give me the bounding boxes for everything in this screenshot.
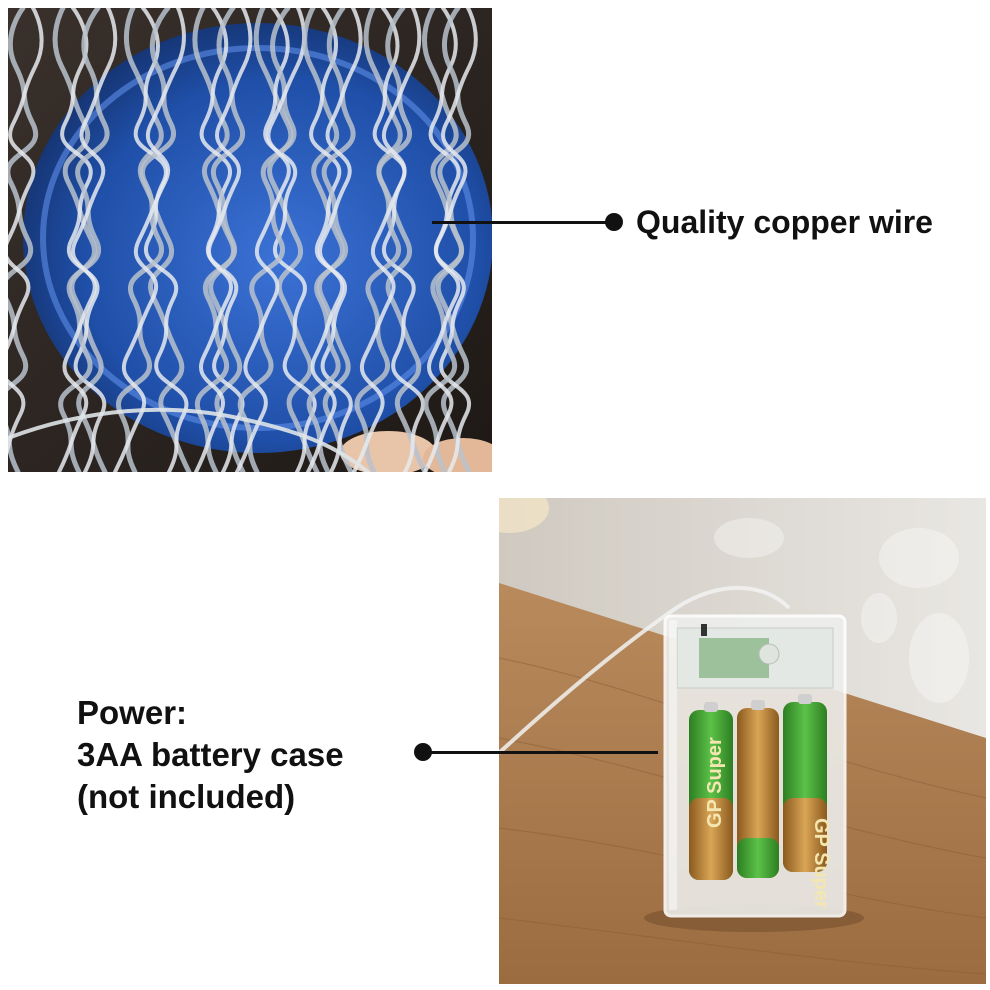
power-leader-line xyxy=(428,751,658,754)
battery-middle xyxy=(737,700,779,878)
battery-case-photo: GP Super GP Super xyxy=(499,498,986,984)
wire-strand xyxy=(60,8,107,472)
wire-strands xyxy=(8,8,478,472)
battery-brand-print: GP Super xyxy=(810,818,832,909)
wire-leader-line xyxy=(432,221,614,224)
wire-strand xyxy=(235,8,307,472)
copper-wire-photo xyxy=(8,8,492,472)
wire-strand xyxy=(57,8,118,472)
wire-strand xyxy=(113,8,186,472)
wire-callout-label: Quality copper wire xyxy=(636,201,933,243)
power-cord xyxy=(499,586,791,755)
wire-callout-text: Quality copper wire xyxy=(636,204,933,240)
wire-strand xyxy=(8,407,370,472)
copper-wire-illustration xyxy=(8,8,492,472)
wire-strand xyxy=(8,8,44,454)
wire-strand xyxy=(263,8,317,472)
wire-strand xyxy=(352,8,422,472)
battery-right xyxy=(783,694,827,872)
power-callout-line1: Power: xyxy=(77,694,188,731)
wire-strand xyxy=(306,8,363,472)
wire-leader-dot xyxy=(605,213,623,231)
wire-strand xyxy=(309,8,353,472)
power-callout-line2: 3AA battery case xyxy=(77,736,344,773)
wire-strand xyxy=(423,8,478,472)
battery-brand-print: GP Super xyxy=(704,737,726,828)
wire-strand xyxy=(133,8,189,472)
power-callout-line3: (not included) xyxy=(77,778,296,815)
power-callout-label: Power: 3AA battery case (not included) xyxy=(77,692,344,818)
circuit-board xyxy=(699,638,769,678)
power-leader-dot xyxy=(414,743,432,761)
wall-pattern xyxy=(714,518,969,703)
battery-left xyxy=(689,702,733,880)
battery-case-illustration: GP Super GP Super xyxy=(499,498,986,984)
wire-strand xyxy=(194,8,253,472)
wire-strand xyxy=(372,8,425,472)
